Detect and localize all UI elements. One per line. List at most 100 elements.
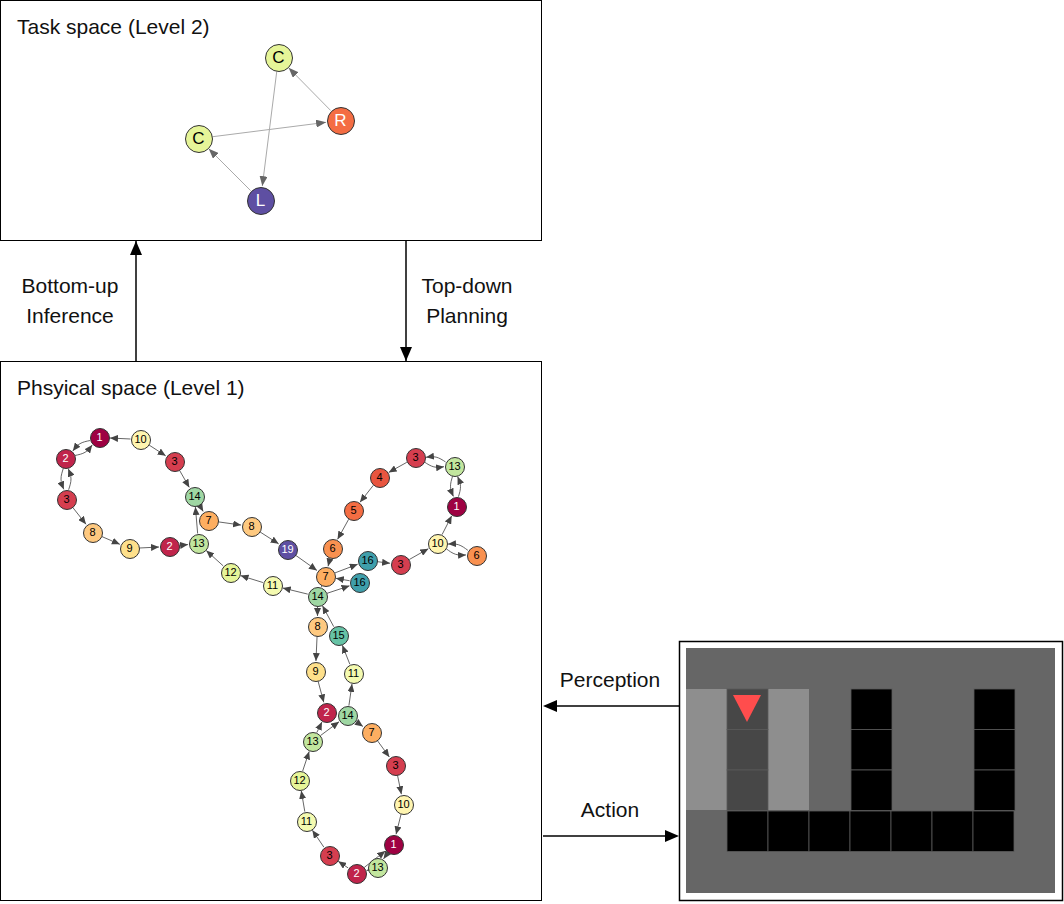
- task-state-node: R: [327, 107, 355, 135]
- state-node: 14: [338, 706, 358, 726]
- arrow-label: Perception: [560, 665, 660, 695]
- state-transition: [367, 870, 368, 871]
- state-node: 4: [370, 468, 390, 488]
- state-transition: [317, 722, 322, 733]
- task-transition: [262, 71, 276, 186]
- state-number: 13: [306, 736, 318, 747]
- state-number: 3: [171, 456, 177, 467]
- state-number: 8: [248, 521, 254, 532]
- state-number: 10: [397, 799, 409, 810]
- state-number: 12: [293, 775, 305, 786]
- state-transition: [377, 741, 389, 757]
- grid-cell: [727, 689, 768, 730]
- state-node: 13: [303, 732, 323, 752]
- state-node: 16: [350, 573, 370, 593]
- state-transition: [218, 522, 241, 525]
- grid-cell: [973, 811, 1014, 852]
- state-transition: [396, 814, 401, 834]
- state-transition: [377, 562, 390, 564]
- state-number: 6: [473, 550, 479, 561]
- state-node: 8: [242, 517, 262, 537]
- state-transition: [389, 462, 407, 472]
- state-transition: [409, 549, 428, 560]
- state-node: 7: [316, 567, 336, 587]
- state-transition: [356, 721, 363, 726]
- grid-cell: [932, 811, 973, 852]
- state-transition: [442, 516, 452, 535]
- state-transition: [179, 544, 188, 546]
- grid-cell: [727, 730, 768, 771]
- state-number: 7: [205, 515, 211, 526]
- state-transition: [327, 586, 350, 594]
- state-number: C: [272, 49, 284, 66]
- state-number: 2: [166, 541, 172, 552]
- state-number: 3: [412, 452, 418, 463]
- panel-title: Task space (Level 2): [17, 15, 210, 39]
- panel-title: Phsyical space (Level 1): [17, 376, 245, 400]
- state-number: 10: [431, 538, 443, 549]
- state-number: 16: [353, 577, 365, 588]
- state-number: C: [192, 130, 204, 147]
- agent-triangle: [733, 695, 761, 722]
- task-state-node: C: [265, 44, 293, 72]
- state-number: 19: [281, 544, 293, 555]
- state-number: 11: [301, 816, 312, 827]
- state-transition: [312, 830, 324, 847]
- state-node: 12: [221, 563, 241, 583]
- state-transition: [458, 477, 461, 497]
- floor: [686, 648, 1055, 893]
- state-transition: [200, 505, 204, 511]
- grid-cell: [974, 770, 1015, 811]
- state-node: 1: [90, 428, 110, 448]
- state-number: 3: [392, 760, 398, 771]
- state-node: 9: [120, 539, 140, 559]
- state-number: 13: [192, 538, 204, 549]
- state-transition: [328, 558, 330, 566]
- edge-label-holder: Bottom-up Inference: [5, 271, 135, 331]
- state-node: 2: [347, 864, 367, 884]
- state-node: 13: [189, 534, 209, 554]
- state-node: 11: [297, 812, 317, 832]
- state-node: 13: [445, 457, 465, 477]
- state-transition: [342, 645, 349, 664]
- state-number: 14: [311, 591, 323, 602]
- state-number: 13: [448, 461, 460, 472]
- state-number: 2: [62, 453, 68, 464]
- state-transition: [318, 681, 324, 702]
- state-number: 8: [89, 527, 95, 538]
- state-node: 8: [308, 617, 328, 637]
- state-node: 6: [323, 539, 343, 559]
- game-screenshot: [680, 642, 1063, 901]
- state-number: 4: [376, 472, 382, 483]
- state-transition: [61, 468, 64, 489]
- state-number: 15: [332, 630, 344, 641]
- state-node: 2: [160, 537, 180, 557]
- state-transition: [338, 519, 349, 539]
- state-number: 3: [397, 559, 403, 570]
- state-number: 7: [368, 727, 374, 738]
- grid-cell: [851, 689, 892, 730]
- state-number: 9: [312, 666, 318, 677]
- state-node: 11: [263, 576, 283, 596]
- state-transition: [75, 445, 92, 455]
- state-transition: [450, 476, 453, 496]
- space-panel: Phsyical space (Level 1)1103147819238921…: [0, 361, 542, 901]
- state-number: 14: [188, 491, 200, 502]
- grid-cell: [727, 811, 768, 852]
- state-number: 2: [353, 868, 359, 879]
- state-transition: [321, 722, 340, 736]
- state-node: 19: [278, 540, 298, 560]
- state-node: 14: [308, 587, 328, 607]
- state-node: 2: [317, 703, 337, 723]
- state-transition: [195, 507, 197, 534]
- state-transition: [426, 457, 446, 462]
- state-transition: [316, 636, 317, 661]
- state-number: 14: [341, 710, 353, 721]
- state-transition: [206, 551, 223, 566]
- grid-cells: [727, 689, 1015, 852]
- state-node: 8: [83, 523, 103, 543]
- state-node: 10: [131, 430, 151, 450]
- state-number: 1: [96, 432, 102, 443]
- state-transition: [335, 564, 358, 573]
- grid-cell: [974, 730, 1015, 771]
